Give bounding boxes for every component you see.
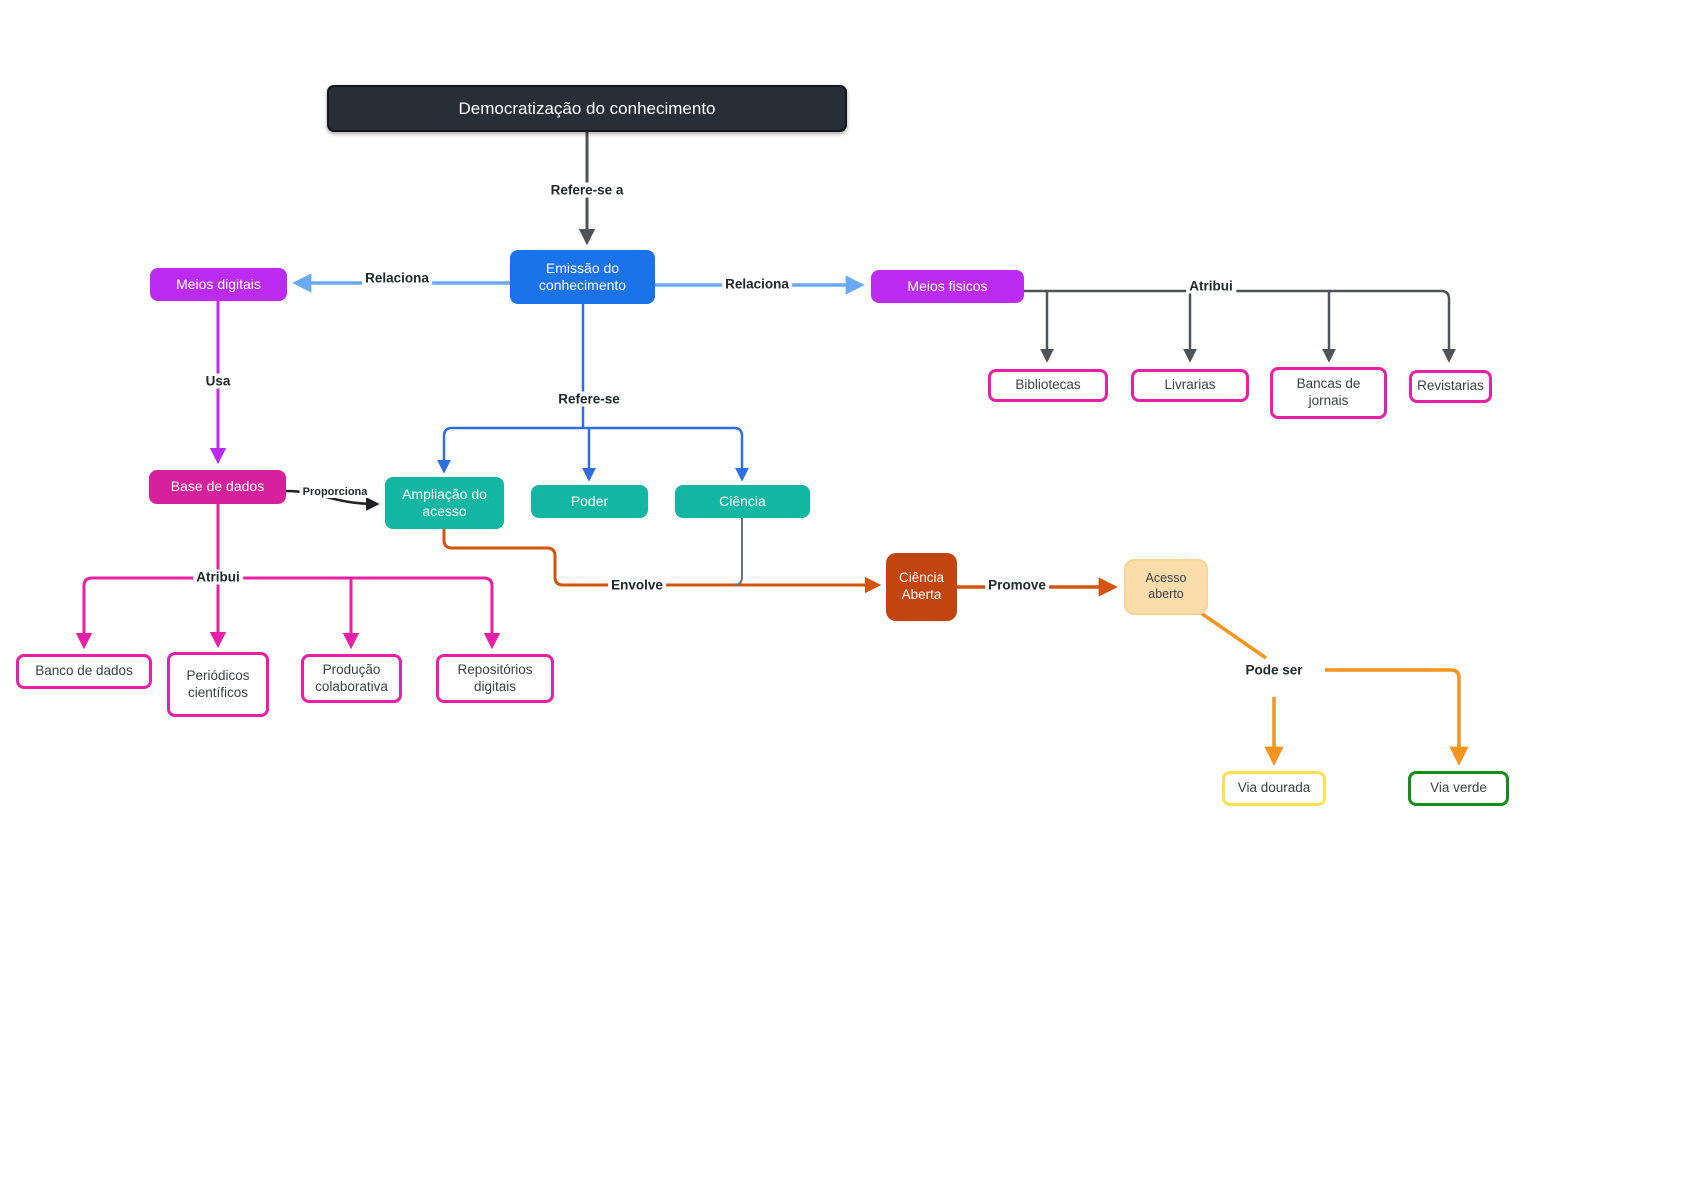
edge-label-refere-se: Refere-se	[555, 391, 623, 407]
edge-refere-ciencia	[733, 426, 749, 482]
edge-atribui-banco	[75, 576, 93, 650]
edge-label-atribui-left: Atribui	[193, 569, 243, 585]
node-meios-digitais[interactable]: Meios digitais	[150, 268, 287, 301]
node-democratizacao-conhecimento[interactable]: Democratização do conhecimento	[327, 85, 847, 132]
edge-label-usa: Usa	[202, 373, 234, 389]
edge-ampliacao-ciencia-aberta	[442, 529, 882, 594]
node-bibliotecas[interactable]: Bibliotecas	[988, 369, 1108, 402]
edge-meios-fisicos-revistarias	[1024, 289, 1456, 363]
node-livrarias[interactable]: Livrarias	[1131, 369, 1249, 402]
edge-label-relaciona-right: Relaciona	[722, 276, 792, 292]
edge-acesso-pode-ser	[1200, 611, 1267, 660]
edge-atribui-repositorios	[483, 576, 501, 650]
edge-pode-ser-via-verde	[1325, 668, 1469, 766]
edge-label-pode-ser: Pode ser	[1242, 662, 1306, 678]
edge-label-atribui-right: Atribui	[1186, 278, 1236, 294]
edge-label-proporciona: Proporciona	[299, 486, 371, 498]
node-repositorios-digitais[interactable]: Repositórios digitais	[436, 654, 554, 703]
node-producao-colaborativa[interactable]: Produção colaborativa	[301, 654, 402, 703]
node-emissao-conhecimento[interactable]: Emissão do conhecimento	[510, 250, 655, 304]
node-revistarias[interactable]: Revistarias	[1409, 370, 1492, 403]
node-ciencia-aberta[interactable]: Ciência Aberta	[886, 553, 957, 621]
edge-label-envolve: Envolve	[608, 577, 666, 593]
edge-label-relaciona-left: Relaciona	[362, 270, 432, 286]
node-meios-fisicos[interactable]: Meios fisicos	[871, 270, 1024, 303]
edge-refere-ampliacao	[437, 426, 453, 474]
node-bancas-jornais[interactable]: Bancas de jornais	[1270, 367, 1387, 419]
node-acesso-aberto[interactable]: Acesso aberto	[1124, 559, 1208, 615]
edge-ciencia-join	[733, 518, 743, 586]
node-via-dourada[interactable]: Via dourada	[1222, 771, 1326, 806]
node-poder[interactable]: Poder	[531, 485, 648, 518]
node-via-verde[interactable]: Via verde	[1408, 771, 1509, 806]
edge-label-promove: Promove	[985, 577, 1049, 593]
edge-label-refere-se-a: Refere-se a	[547, 182, 627, 198]
node-ciencia[interactable]: Ciência	[675, 485, 810, 518]
node-periodicos-cientificos[interactable]: Periódicos científicos	[167, 652, 269, 717]
node-base-dados[interactable]: Base de dados	[149, 470, 286, 504]
node-banco-dados[interactable]: Banco de dados	[16, 654, 152, 689]
node-ampliacao-acesso[interactable]: Ampliação do acesso	[385, 477, 504, 529]
